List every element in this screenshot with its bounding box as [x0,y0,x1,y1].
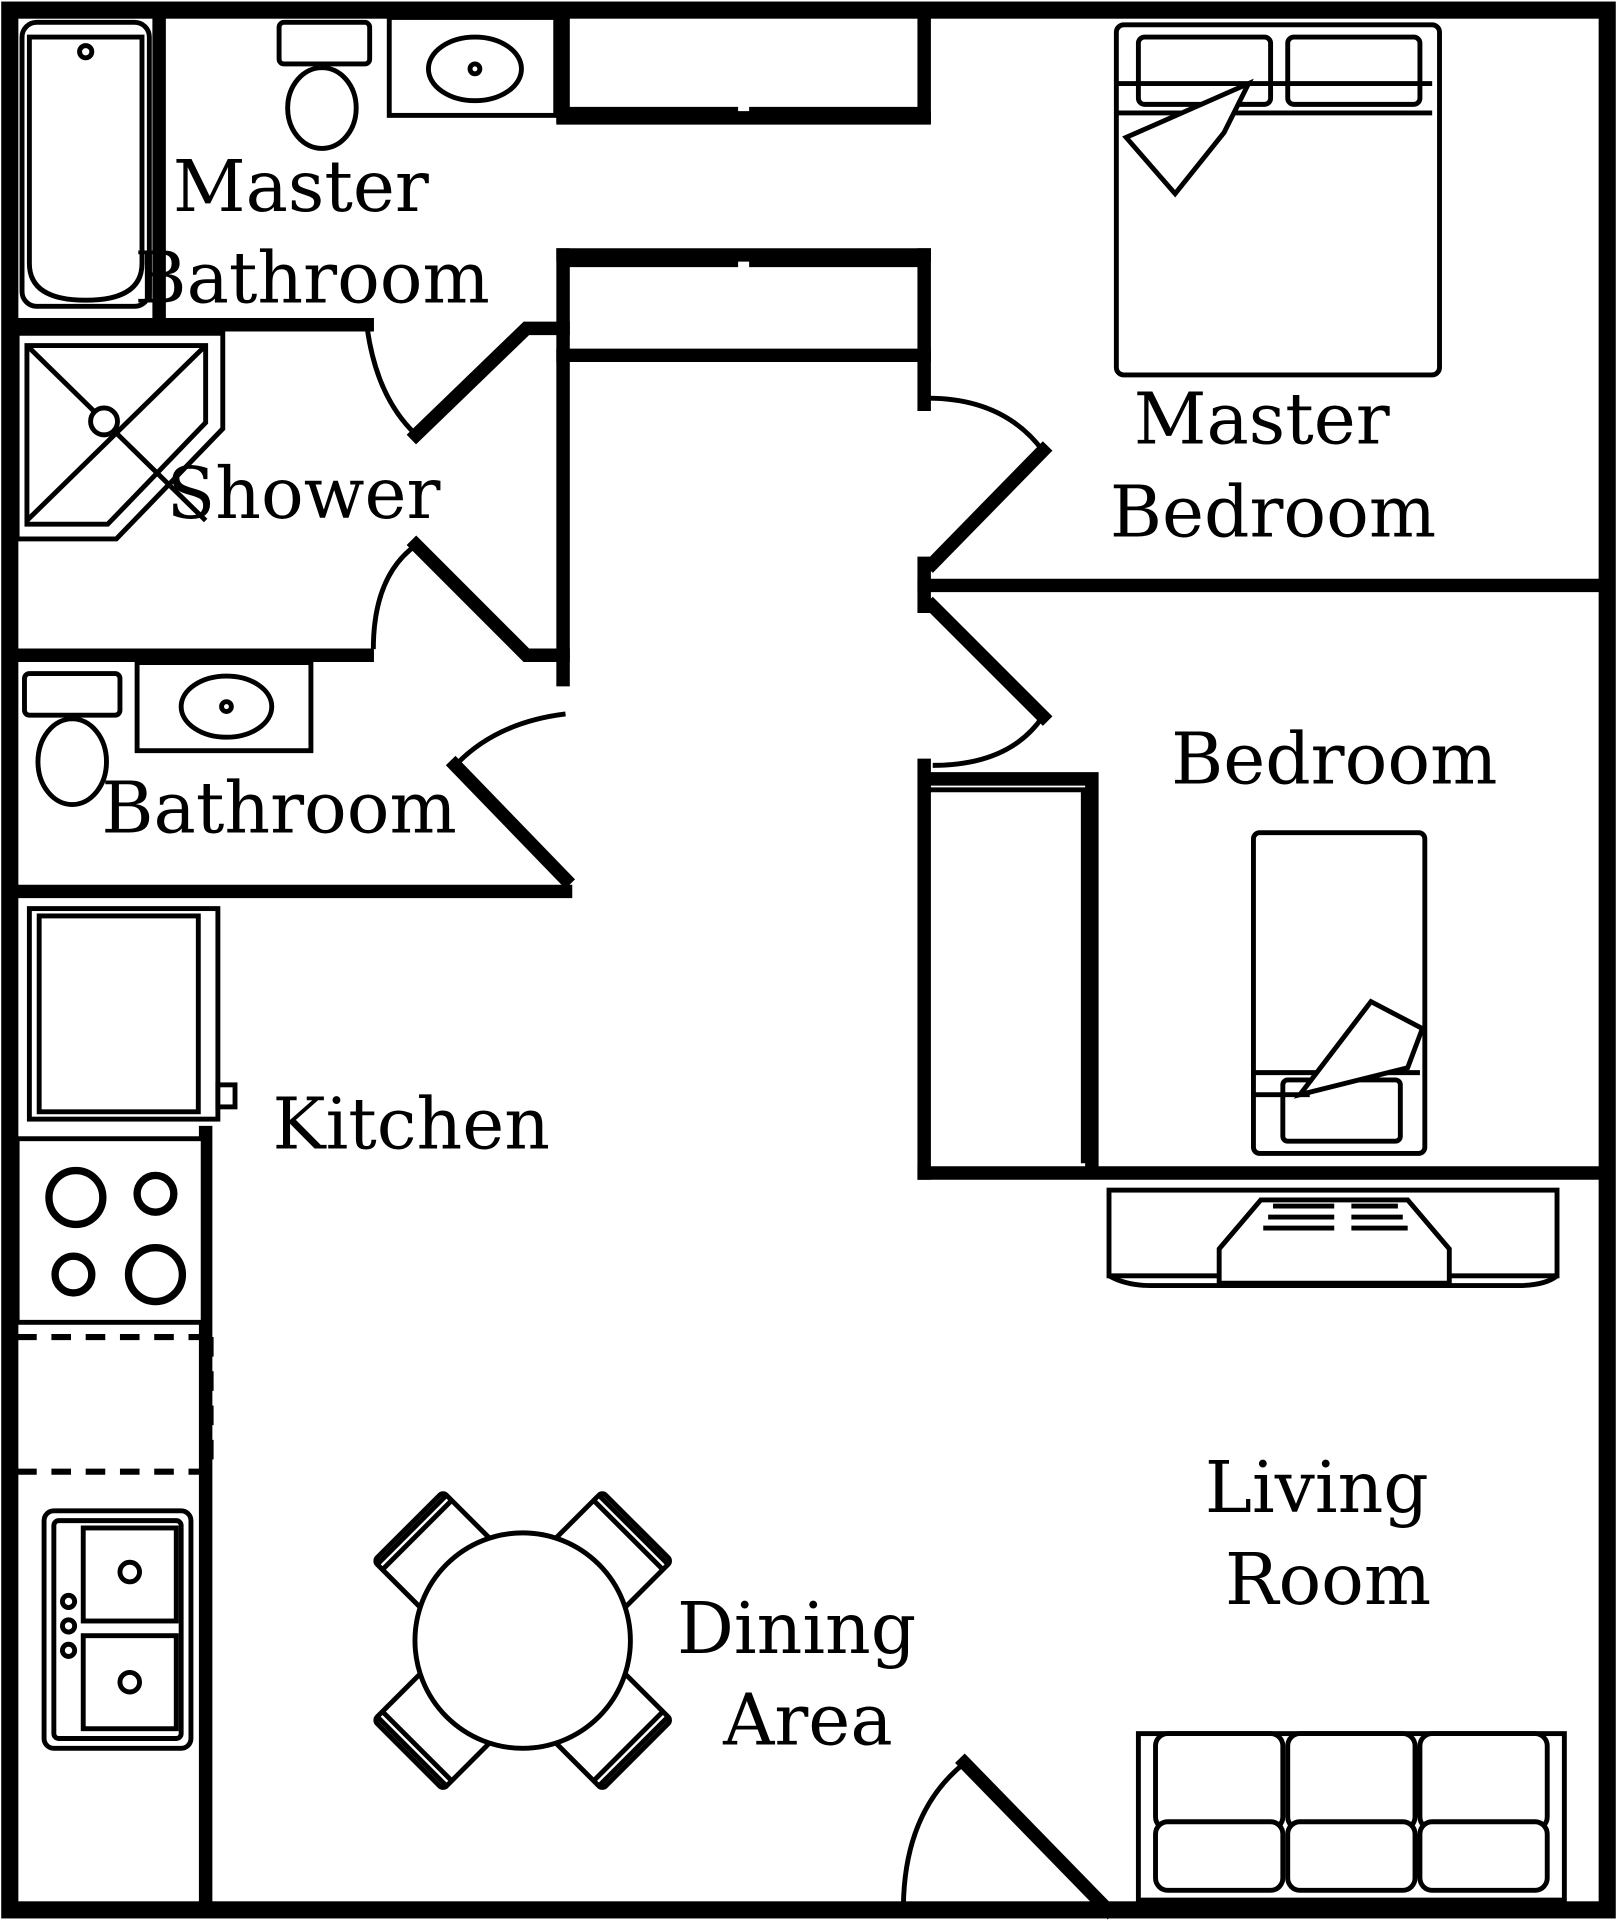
stove-icon [14,1136,206,1325]
dishwasher-icon [17,1333,214,1475]
master-bath-fixtures [19,15,559,309]
toilet-icon [22,671,123,807]
label-dining-area: Dining Area [677,1587,939,1762]
toilet-icon [276,19,373,151]
dining-table-icon [373,1491,672,1790]
refrigerator-icon [26,906,238,1122]
twin-bed-icon [1251,830,1428,1156]
label-master-bathroom: Master Bathroom [134,145,489,320]
label-master-bedroom: Master Bedroom [1110,377,1436,553]
doors [364,321,1118,1920]
label-living-room: Living Room [1205,1446,1451,1621]
label-kitchen: Kitchen [273,1083,550,1166]
sofa-icon [1135,1731,1567,1903]
sink-icon [134,660,314,754]
label-bedroom: Bedroom [1171,718,1497,801]
closets [559,17,1099,1170]
kitchen-fixtures [14,906,238,1751]
queen-bed-icon [1113,22,1442,378]
tv-console-icon [1106,1187,1560,1289]
shower-icon [14,330,226,542]
sink-icon [386,15,559,118]
bathtub-icon [19,19,152,309]
room-labels: Master Bathroom Shower Bathroom Kitchen … [101,145,1497,1762]
label-shower: Shower [167,452,441,535]
kitchen-sink-icon [41,1508,194,1751]
label-bathroom: Bathroom [101,767,456,850]
bathroom-fixtures [22,660,314,807]
